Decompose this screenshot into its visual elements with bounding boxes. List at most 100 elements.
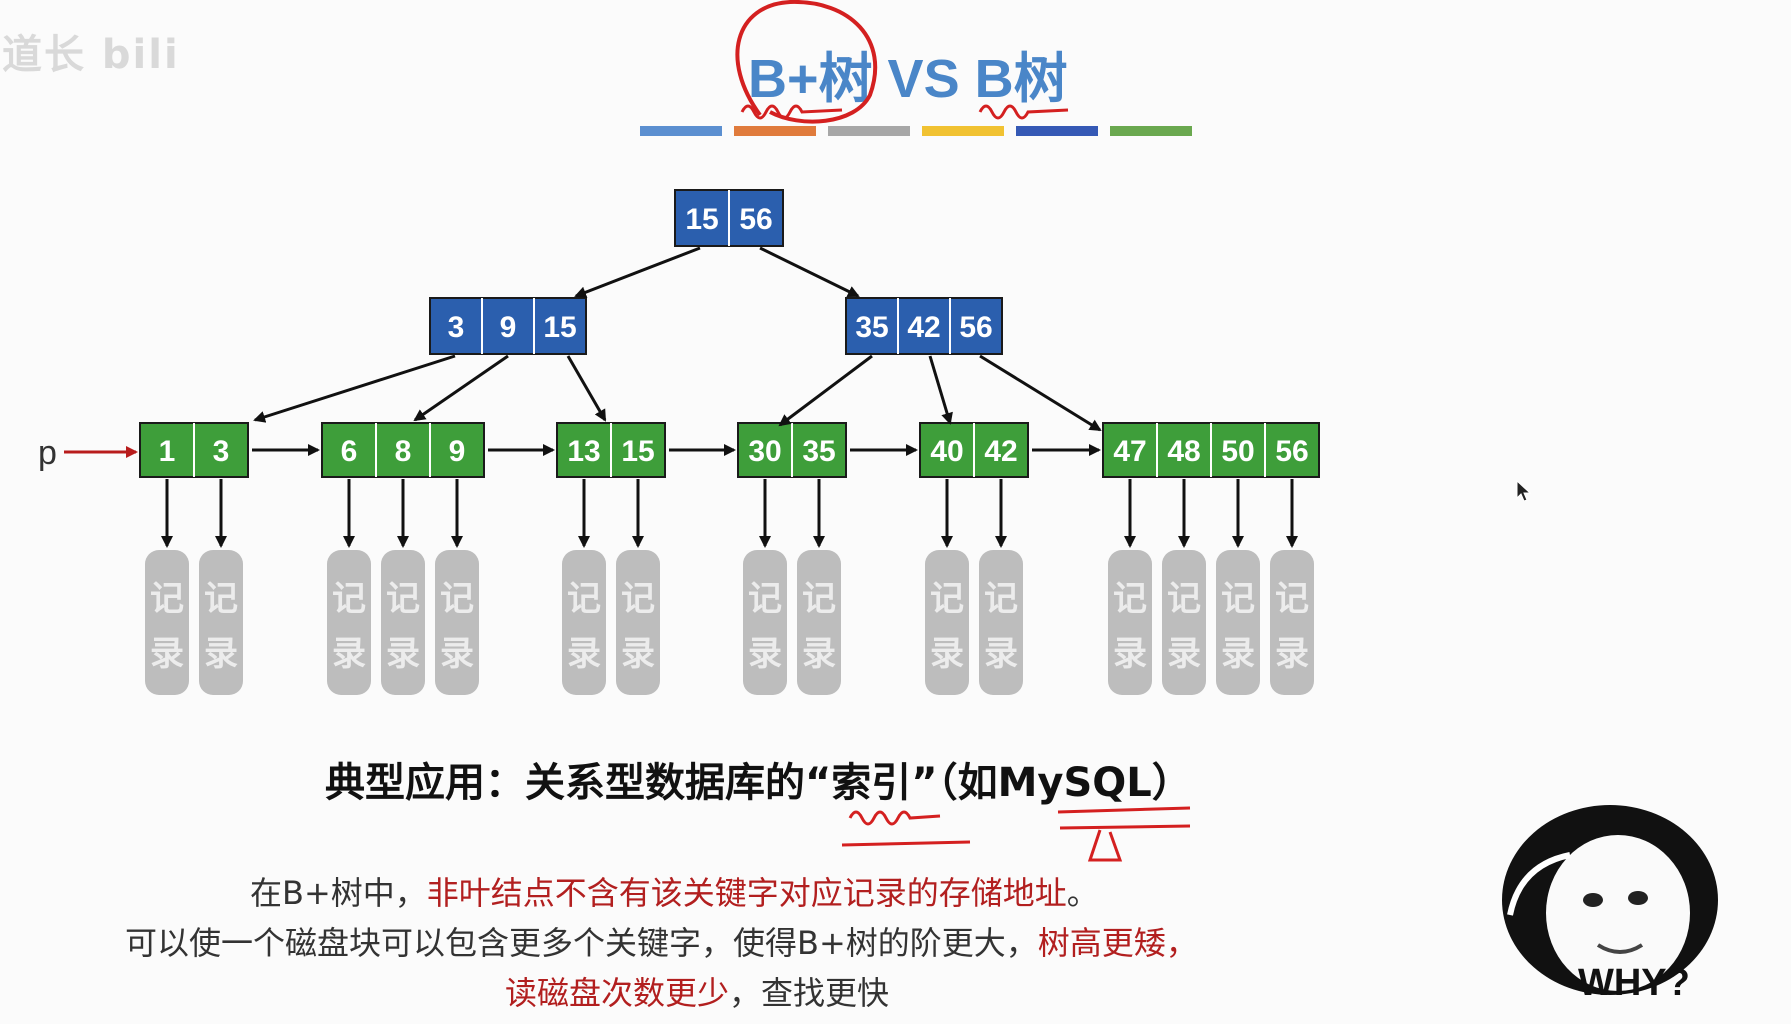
internal-to-leaf-arrow: [979, 354, 1102, 432]
internal-to-leaf-arrow: [928, 355, 953, 425]
record-label: 记: [1113, 580, 1147, 618]
record-label: 记: [1167, 580, 1201, 618]
leaf-node-key: 1: [159, 435, 176, 468]
panda-meme-image: [1502, 805, 1718, 995]
record-label: 录: [1275, 635, 1309, 673]
title-color-segment: [1016, 126, 1098, 136]
record-label: 记: [440, 580, 474, 618]
body-line2-text: 可以使一个磁盘块可以包含更多个关键字，使得B+树的阶更大，: [125, 924, 1038, 962]
internal-node: [429, 297, 587, 355]
title-color-segment: [922, 126, 1004, 136]
body-line-2: 可以使一个磁盘块可以包含更多个关键字，使得B+树的阶更大，树高更矮，: [125, 918, 1198, 964]
record-label: 录: [332, 635, 366, 673]
leaf-node-key: 56: [1275, 435, 1308, 468]
title-color-segment: [640, 126, 722, 136]
leaf-node-key: 35: [802, 435, 835, 468]
internal-to-leaf-arrow: [778, 354, 873, 427]
record-label: 录: [440, 635, 474, 673]
body-line1-highlight: 非叶结点不含有该关键字对应记录的存储地址: [426, 874, 1067, 912]
record-label: 录: [984, 635, 1018, 673]
slide-title: B+树 VS B树: [748, 34, 1068, 113]
record-block: [616, 550, 660, 695]
title-b-tree: B树: [974, 49, 1068, 109]
record-label: 录: [1113, 635, 1147, 673]
root-to-internal-arrow: [574, 246, 701, 298]
leaf-node-key: 15: [621, 435, 654, 468]
record-block: [381, 550, 425, 695]
record-label: 记: [1221, 580, 1255, 618]
leaf-node-key: 6: [341, 435, 358, 468]
record-label: 录: [150, 635, 184, 673]
record-label: 录: [1167, 635, 1201, 673]
internal-to-leaf-arrow: [413, 354, 509, 422]
leaf-node-key: 13: [567, 435, 600, 468]
body-line1-end: 。: [1066, 874, 1099, 912]
record-label: 记: [332, 580, 366, 618]
record-label: 记: [204, 580, 238, 618]
body-line2-highlight: 树高更矮，: [1037, 924, 1198, 962]
internal-to-leaf-arrow: [566, 355, 607, 422]
record-label: 记: [802, 580, 836, 618]
record-block: [1216, 550, 1260, 695]
record-label: 记: [567, 580, 601, 618]
record-label: 录: [930, 635, 964, 673]
leaf-node-key: 50: [1221, 435, 1254, 468]
root-node-key: 56: [739, 203, 772, 236]
watermark-logo: 道长 bili: [2, 32, 180, 78]
internal-node-key: 56: [959, 311, 992, 344]
internal-node-key: 15: [543, 311, 576, 344]
underline-mysql: [1057, 806, 1191, 862]
record-label: 记: [386, 580, 420, 618]
record-block: [327, 550, 371, 695]
title-vs: VS: [872, 49, 975, 109]
internal-node-key: 9: [500, 311, 517, 344]
record-label: 录: [386, 635, 420, 673]
leaf-node-key: 47: [1113, 435, 1146, 468]
record-block: [1270, 550, 1314, 695]
internal-to-leaf-arrow: [253, 354, 456, 423]
body-line3-text: ，查找更快: [729, 974, 890, 1012]
pointer-label: p: [38, 434, 57, 472]
handwritten-annotations: [735, 0, 1069, 124]
internal-node: [845, 297, 1003, 355]
title-color-segment: [734, 126, 816, 136]
title-color-segment: [1110, 126, 1192, 136]
leaf-node-key: 42: [984, 435, 1017, 468]
record-label: 记: [150, 580, 184, 618]
record-block: [199, 550, 243, 695]
title-bplus-tree: B+树: [748, 49, 873, 109]
leaf-node-key: 8: [395, 435, 412, 468]
record-block: [743, 550, 787, 695]
typical-application-heading: 典型应用：关系型数据库的“索引”（如MySQL）: [325, 760, 1192, 806]
record-block: [925, 550, 969, 695]
leaf-node-key: 30: [748, 435, 781, 468]
record-label: 记: [748, 580, 782, 618]
leaf-node: [321, 422, 485, 478]
root-node-key: 15: [685, 203, 718, 236]
record-block: [797, 550, 841, 695]
internal-node-key: 3: [448, 311, 465, 344]
body-line-3: 读磁盘次数更少，查找更快: [505, 968, 889, 1014]
internal-node-key: 42: [907, 311, 940, 344]
record-label: 记: [621, 580, 655, 618]
record-block: [979, 550, 1023, 695]
record-block: [145, 550, 189, 695]
underline-index: [841, 810, 971, 847]
record-block: [435, 550, 479, 695]
record-label: 录: [748, 635, 782, 673]
record-label: 录: [621, 635, 655, 673]
squiggle-underline-bplus: [740, 104, 843, 120]
record-label: 录: [1221, 635, 1255, 673]
circle-annotation: [735, 0, 878, 124]
record-label: 记: [1275, 580, 1309, 618]
record-block: [1108, 550, 1152, 695]
record-label: 录: [802, 635, 836, 673]
squiggle-underline-b: [978, 104, 1069, 120]
leaf-node-key: 9: [449, 435, 466, 468]
title-color-segment: [828, 126, 910, 136]
root-to-internal-arrow: [759, 246, 860, 298]
mouse-cursor-icon: [1516, 480, 1532, 502]
record-label: 记: [930, 580, 964, 618]
